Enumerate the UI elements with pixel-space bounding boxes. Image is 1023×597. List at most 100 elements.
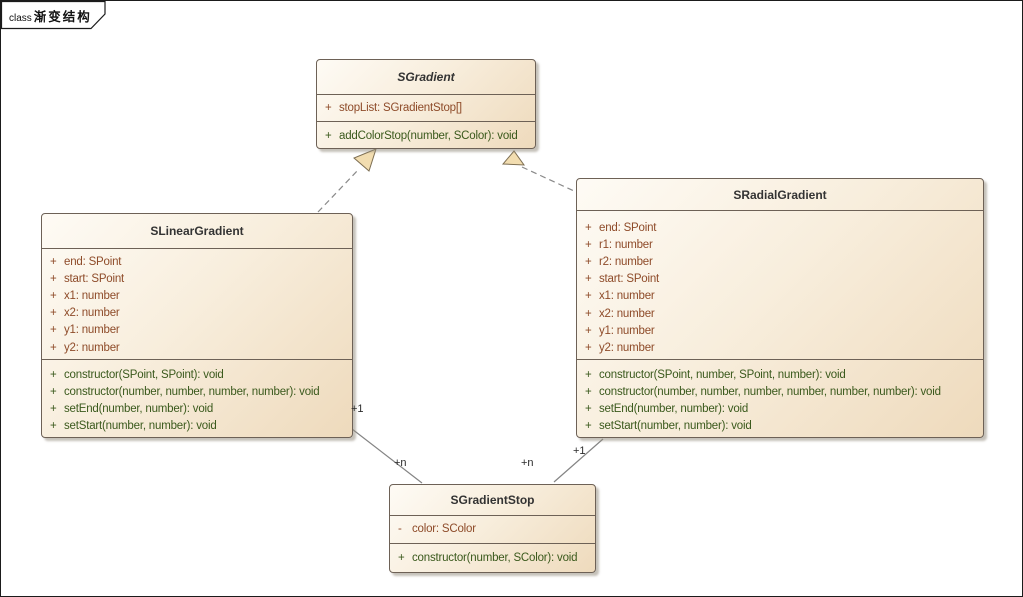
attribute-row: - color: SColor: [390, 520, 595, 537]
visibility-sign: +: [50, 272, 57, 285]
method-text: setEnd(number, number): void: [64, 402, 214, 415]
multiplicity-label: +1: [351, 403, 364, 415]
visibility-sign: +: [325, 129, 332, 142]
operations-compartment: + constructor(SPoint, number, SPoint, nu…: [577, 360, 983, 437]
visibility-sign: +: [50, 255, 57, 268]
frame-keyword: class: [9, 13, 32, 24]
method-text: addColorStop(number, SColor): void: [339, 129, 518, 142]
attribute-text: x2: number: [64, 307, 120, 320]
attribute-row: + x2: number: [42, 305, 352, 322]
visibility-sign: +: [585, 307, 592, 320]
attribute-text: start: SPoint: [599, 273, 660, 286]
attribute-row: + x1: number: [42, 287, 352, 304]
class-box-sgradient[interactable]: SGradient + stopList: SGradientStop[] + …: [316, 59, 536, 149]
class-title: SGradientStop: [390, 485, 595, 516]
attributes-compartment: + stopList: SGradientStop[]: [317, 95, 535, 122]
visibility-sign: +: [585, 368, 592, 381]
attribute-text: r2: number: [599, 255, 653, 268]
attribute-text: x2: number: [599, 307, 655, 320]
association-line-left: [351, 428, 423, 484]
attribute-row: + end: SPoint: [42, 253, 352, 270]
attribute-row: + r1: number: [577, 236, 983, 253]
attribute-row: + y2: number: [42, 339, 352, 356]
operations-compartment: + addColorStop(number, SColor): void: [317, 122, 535, 148]
attributes-compartment: + end: SPoint + r1: number + r2: number …: [577, 211, 983, 360]
visibility-sign: +: [585, 221, 592, 234]
method-text: constructor(number, number, number, numb…: [599, 385, 941, 398]
method-text: setStart(number, number): void: [64, 420, 217, 433]
method-row: + constructor(number, SColor): void: [390, 549, 595, 566]
attribute-text: y2: number: [599, 341, 655, 354]
visibility-sign: +: [50, 402, 57, 415]
attribute-row: + y1: number: [42, 322, 352, 339]
multiplicity-label: +n: [394, 457, 407, 469]
attribute-text: y1: number: [64, 324, 120, 337]
method-text: constructor(number, SColor): void: [412, 551, 578, 564]
attribute-row: + start: SPoint: [42, 270, 352, 287]
association-line-right: [553, 438, 604, 483]
visibility-sign: +: [50, 420, 57, 433]
visibility-sign: +: [585, 238, 592, 251]
attribute-text: y1: number: [599, 324, 655, 337]
attribute-row: + x1: number: [577, 288, 983, 305]
visibility-sign: +: [50, 341, 57, 354]
operations-compartment: + constructor(number, SColor): void: [390, 544, 595, 572]
attribute-row: + start: SPoint: [577, 271, 983, 288]
visibility-sign: +: [585, 324, 592, 337]
multiplicity-label: +1: [573, 445, 586, 457]
method-row: + addColorStop(number, SColor): void: [317, 127, 535, 144]
method-row: + setStart(number, number): void: [577, 418, 983, 435]
visibility-sign: +: [398, 551, 405, 564]
visibility-sign: +: [50, 289, 57, 302]
class-box-slineargradient[interactable]: SLinearGradient + end: SPoint + start: S…: [41, 213, 353, 438]
visibility-sign: +: [50, 368, 57, 381]
visibility-sign: +: [585, 290, 592, 303]
visibility-sign: +: [585, 402, 592, 415]
attribute-text: end: SPoint: [64, 255, 122, 268]
attribute-row: + x2: number: [577, 305, 983, 322]
generalization-arrowhead-icon: [353, 148, 377, 172]
attribute-text: stopList: SGradientStop[]: [339, 101, 462, 114]
visibility-sign: +: [50, 385, 57, 398]
frame-tab-shape: [1, 1, 106, 30]
attribute-text: r1: number: [599, 238, 653, 251]
attribute-row: + stopList: SGradientStop[]: [317, 99, 535, 116]
attribute-text: x1: number: [64, 289, 120, 302]
attribute-row: + end: SPoint: [577, 219, 983, 236]
method-row: + setEnd(number, number): void: [577, 400, 983, 417]
method-row: + constructor(number, number, number, nu…: [42, 383, 352, 400]
attribute-text: start: SPoint: [64, 272, 125, 285]
class-title: SRadialGradient: [577, 179, 983, 211]
attribute-text: y2: number: [64, 341, 120, 354]
attribute-row: + y2: number: [577, 339, 983, 356]
method-text: constructor(number, number, number, numb…: [64, 385, 320, 398]
visibility-sign: +: [325, 101, 332, 114]
method-text: setEnd(number, number): void: [599, 402, 749, 415]
attribute-text: end: SPoint: [599, 221, 657, 234]
method-row: + constructor(SPoint, number, SPoint, nu…: [577, 366, 983, 383]
visibility-sign: +: [585, 255, 592, 268]
visibility-sign: +: [585, 420, 592, 433]
generalization-arrowhead-icon: [501, 150, 526, 166]
class-box-sgradientstop[interactable]: SGradientStop - color: SColor + construc…: [389, 484, 596, 573]
visibility-sign: +: [50, 307, 57, 320]
visibility-sign: +: [585, 385, 592, 398]
visibility-sign: -: [398, 522, 402, 535]
attribute-text: x1: number: [599, 290, 655, 303]
method-row: + constructor(number, number, number, nu…: [577, 383, 983, 400]
frame-title: 渐变结构: [33, 10, 92, 24]
class-box-sradialgradient[interactable]: SRadialGradient + end: SPoint + r1: numb…: [576, 178, 984, 438]
method-row: + setStart(number, number): void: [42, 418, 352, 435]
attribute-row: + r2: number: [577, 253, 983, 270]
attribute-row: + y1: number: [577, 322, 983, 339]
method-text: setStart(number, number): void: [599, 420, 752, 433]
visibility-sign: +: [585, 273, 592, 286]
method-text: constructor(SPoint, number, SPoint, numb…: [599, 368, 846, 381]
attributes-compartment: - color: SColor: [390, 516, 595, 544]
class-title: SLinearGradient: [42, 214, 352, 249]
method-row: + setEnd(number, number): void: [42, 400, 352, 417]
method-row: + constructor(SPoint, SPoint): void: [42, 366, 352, 383]
generalization-line-left: [317, 168, 360, 213]
